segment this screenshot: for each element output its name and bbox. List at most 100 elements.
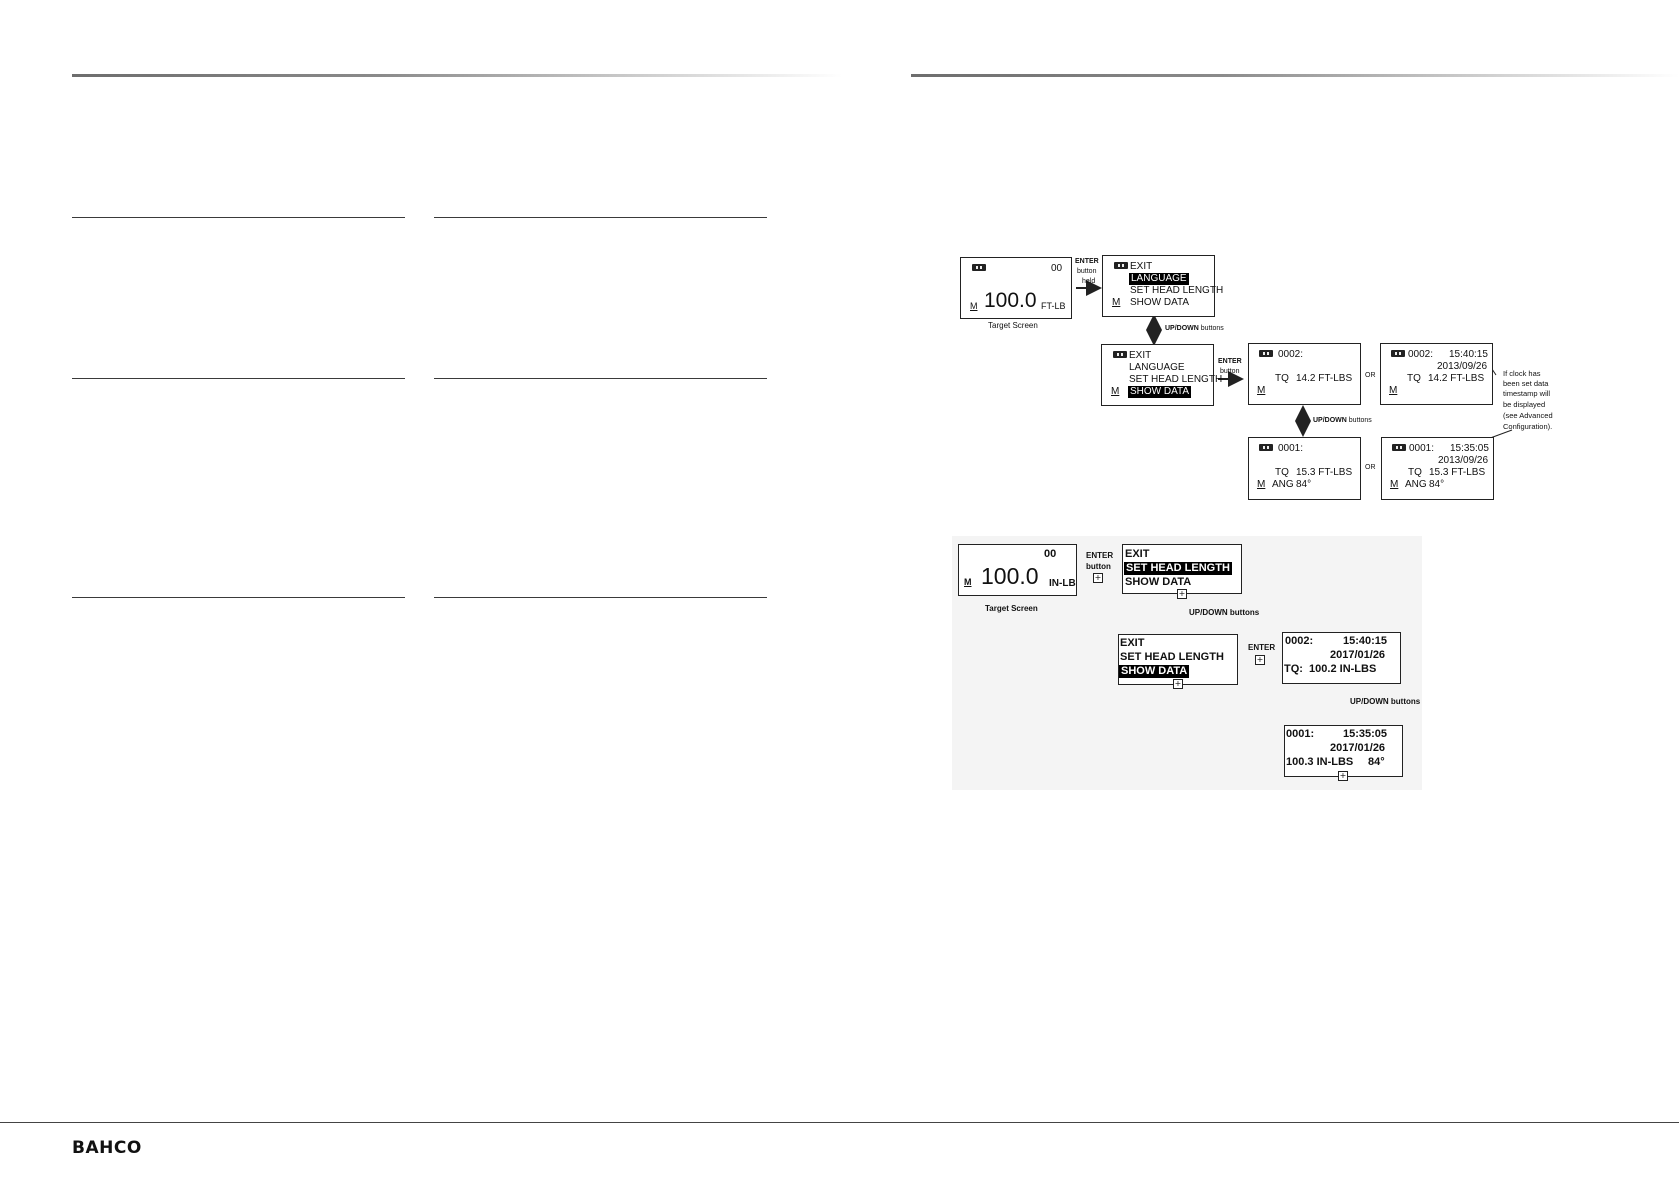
menu-item-exit: EXIT <box>1129 350 1152 361</box>
target-screen-lcd-2: 00 M 100.0 IN-LB <box>958 544 1077 596</box>
record-date: 2017/01/26 <box>1330 742 1386 754</box>
left-header-rule <box>72 74 842 77</box>
battery-icon <box>972 264 986 271</box>
section-rule-r2 <box>434 378 767 379</box>
clock-note-line-4: be displayed <box>1503 400 1546 409</box>
record-id: 0002: <box>1285 635 1314 647</box>
clock-note-line-2: been set data <box>1503 379 1549 388</box>
battery-icon <box>1392 444 1406 451</box>
menu-item-set-head-length: SET HEAD LENGTH <box>1130 285 1224 296</box>
record-0002-screen: 0002: TQ 14.2 FT-LBS M <box>1248 343 1361 405</box>
menu-item-set-head-length: SET HEAD LENGTH <box>1120 651 1224 663</box>
record-mode: M <box>1390 479 1399 490</box>
record-0001-screen-2: 0001: 15:35:05 2017/01/26 100.3 IN-LBS 8… <box>1284 725 1403 777</box>
clock-note-line-6: Configuration). <box>1503 422 1553 431</box>
enter-button-label-1: ENTER <box>1218 358 1242 365</box>
record-id: 0001: <box>1278 443 1304 454</box>
enter-key-icon: + <box>1173 679 1183 689</box>
battery-icon <box>1259 444 1273 451</box>
record-id: 0002: <box>1278 349 1304 360</box>
record-id: 0002: <box>1408 349 1434 360</box>
record-tq-label: TQ <box>1408 467 1422 478</box>
enter-key-icon: + <box>1338 771 1348 781</box>
target-mode: M <box>964 577 972 587</box>
enter-held-label-3: held <box>1082 278 1096 285</box>
menu-screen-show-data-2: EXIT SET HEAD LENGTH SHOW DATA <box>1118 634 1238 685</box>
target-screen-caption-2: Target Screen <box>985 604 1038 613</box>
record-time: 15:40:15 <box>1449 349 1488 360</box>
target-count: 00 <box>1051 263 1063 274</box>
record-tq-value: 14.2 FT-LBS <box>1296 373 1353 384</box>
record-date: 2013/09/26 <box>1437 361 1488 372</box>
record-mode: M <box>1257 385 1266 396</box>
menu-item-set-head-length: SET HEAD LENGTH <box>1129 374 1223 385</box>
menu-item-show-data-highlighted: SHOW DATA <box>1128 386 1192 398</box>
record-time: 15:40:15 <box>1343 635 1388 647</box>
menu-item-show-data: SHOW DATA <box>1125 576 1192 588</box>
record-tq-value: 15.3 FT-LBS <box>1296 467 1353 478</box>
section-rule-r1 <box>434 217 767 218</box>
enter-key-icon: + <box>1177 589 1187 599</box>
record-tq-label: TQ <box>1275 373 1289 384</box>
record-ang-value: 84° <box>1296 479 1312 490</box>
updown-label-2-1: UP/DOWN buttons <box>1189 608 1260 617</box>
record-tq-line: TQ: 100.2 IN-LBS <box>1284 663 1377 675</box>
menu-item-set-head-length-highlighted: SET HEAD LENGTH <box>1124 562 1232 575</box>
record-mode: M <box>1389 385 1398 396</box>
section-rule-l1 <box>72 217 405 218</box>
record-mode: M <box>1257 479 1266 490</box>
battery-icon <box>1114 262 1128 269</box>
menu-item-language-highlighted: LANGUAGE <box>1129 273 1189 285</box>
record-date: 2017/01/26 <box>1330 649 1386 661</box>
record-time: 15:35:05 <box>1450 443 1489 454</box>
or-label-2: OR <box>1365 464 1376 471</box>
target-value: 100.0 <box>981 563 1039 589</box>
record-tq-label: TQ <box>1407 373 1421 384</box>
menu-mode: M <box>1112 297 1121 308</box>
enter-button-label-2-2: button <box>1086 562 1111 571</box>
updown-label-2: UP/DOWN buttons <box>1313 417 1372 424</box>
record-tq-label: TQ <box>1275 467 1289 478</box>
section-rule-l2 <box>72 378 405 379</box>
target-count: 00 <box>1044 548 1057 560</box>
target-unit: FT-LB <box>1041 301 1066 311</box>
updown-label-1: UP/DOWN buttons <box>1165 325 1224 332</box>
record-id: 0001: <box>1409 443 1435 454</box>
record-0002-screen-2: 0002: 15:40:15 2017/01/26 TQ: 100.2 IN-L… <box>1282 632 1401 684</box>
updown-label-2-2: UP/DOWN buttons <box>1350 697 1421 706</box>
menu-screen-language: EXIT LANGUAGE SET HEAD LENGTH SHOW DATA … <box>1102 255 1223 317</box>
menu-item-exit: EXIT <box>1130 261 1153 272</box>
target-value: 100.0 <box>984 289 1037 312</box>
enter-label-2: ENTER <box>1248 643 1276 652</box>
record-ang-label: ANG <box>1272 479 1294 490</box>
target-mode: M <box>970 301 978 311</box>
enter-held-label-2: button <box>1077 268 1097 275</box>
menu-item-show-data-highlighted: SHOW DATA <box>1119 665 1190 678</box>
menu-item-language: LANGUAGE <box>1129 362 1185 373</box>
target-unit: IN-LB <box>1049 578 1076 589</box>
menu-mode: M <box>1111 386 1120 397</box>
enter-button-label-2-1: ENTER <box>1086 551 1114 560</box>
record-tq-value: 14.2 FT-LBS <box>1428 373 1485 384</box>
record-ang-value: 84° <box>1429 479 1445 490</box>
menu-item-exit: EXIT <box>1120 637 1145 649</box>
footer-rule <box>0 1122 1679 1123</box>
enter-key-icon: + <box>1093 573 1103 583</box>
bahco-logo: BAHCO <box>72 1138 142 1158</box>
clock-note-line-5: (see Advanced <box>1503 411 1553 420</box>
menu-item-exit: EXIT <box>1125 548 1150 560</box>
record-time: 15:35:05 <box>1343 728 1388 740</box>
record-ang-label: ANG <box>1405 479 1427 490</box>
or-label-1: OR <box>1365 372 1376 379</box>
battery-icon <box>1113 351 1127 358</box>
target-screen-caption: Target Screen <box>988 321 1038 330</box>
menu-screen-show-data: EXIT LANGUAGE SET HEAD LENGTH SHOW DATA … <box>1101 344 1222 406</box>
record-value: 100.3 IN-LBS <box>1286 756 1354 768</box>
menu-screen-set-head-length: EXIT SET HEAD LENGTH SHOW DATA <box>1122 544 1242 594</box>
right-header-rule <box>911 74 1679 77</box>
clock-note-line-1: If clock has <box>1503 369 1541 378</box>
enter-key-icon: + <box>1255 655 1265 665</box>
menu-item-show-data: SHOW DATA <box>1130 297 1190 308</box>
record-0001-clock-screen: 0001: 15:35:05 2013/09/26 TQ 15.3 FT-LBS… <box>1381 437 1494 500</box>
